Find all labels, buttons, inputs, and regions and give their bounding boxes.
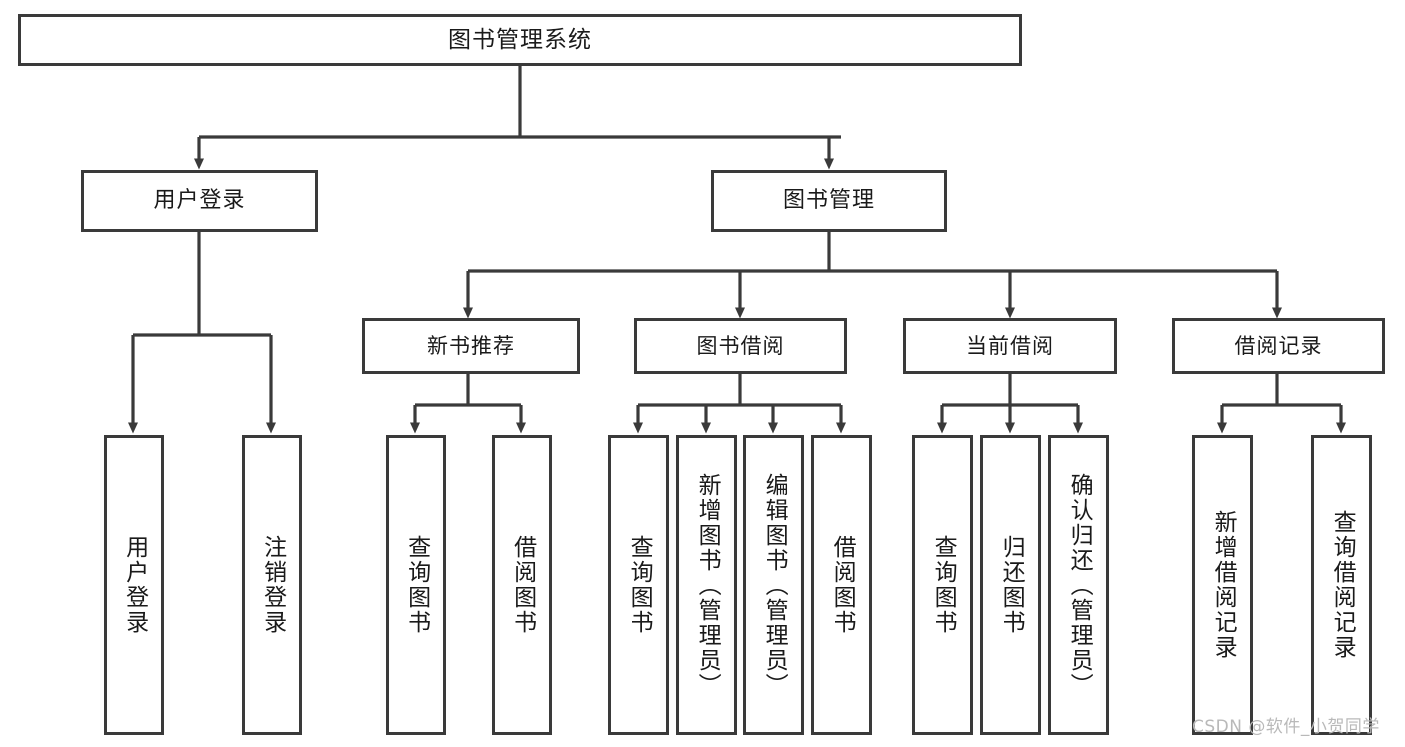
node-book-management-system[interactable]: 图书管理系统 <box>18 14 1022 66</box>
leaf-query-book-recommend[interactable]: 查询图书 <box>386 435 446 735</box>
node-label: 新书推荐 <box>427 333 515 358</box>
leaf-query-borrow-record[interactable]: 查询借阅记录 <box>1311 435 1372 735</box>
leaf-add-book-admin[interactable]: 新增图书（管理员） <box>676 435 737 735</box>
leaf-query-book-current[interactable]: 查询图书 <box>912 435 973 735</box>
leaf-borrow-book-recommend[interactable]: 借阅图书 <box>492 435 552 735</box>
leaf-query-book-borrow[interactable]: 查询图书 <box>608 435 669 735</box>
node-label: 新增借阅记录 <box>1210 510 1237 660</box>
node-label: 图书管理 <box>782 188 875 214</box>
node-label: 确认归还（管理员） <box>1066 472 1093 698</box>
leaf-return-book[interactable]: 归还图书 <box>980 435 1041 735</box>
node-borrow-record[interactable]: 借阅记录 <box>1172 318 1385 374</box>
node-label: 借阅图书 <box>829 535 856 635</box>
node-new-book-recommend[interactable]: 新书推荐 <box>362 318 580 374</box>
node-user-login[interactable]: 用户登录 <box>81 170 318 232</box>
leaf-confirm-return-admin[interactable]: 确认归还（管理员） <box>1048 435 1109 735</box>
csdn-watermark: CSDN @软件_小贺同学 <box>1192 717 1380 737</box>
node-current-borrow[interactable]: 当前借阅 <box>903 318 1117 374</box>
node-label: 用户登录 <box>121 535 148 635</box>
node-label: 借阅记录 <box>1234 333 1323 358</box>
node-book-management[interactable]: 图书管理 <box>711 170 947 232</box>
node-label: 归还图书 <box>998 535 1025 635</box>
node-label: 查询图书 <box>626 535 653 635</box>
leaf-add-borrow-record[interactable]: 新增借阅记录 <box>1192 435 1253 735</box>
node-label: 新增图书（管理员） <box>694 472 721 698</box>
node-label: 注销登录 <box>259 535 286 635</box>
node-label: 当前借阅 <box>966 333 1054 358</box>
node-label: 用户登录 <box>153 188 246 214</box>
node-book-borrow[interactable]: 图书借阅 <box>634 318 847 374</box>
node-label: 图书借阅 <box>696 333 785 358</box>
leaf-user-login[interactable]: 用户登录 <box>104 435 164 735</box>
node-label: 查询图书 <box>930 535 957 635</box>
leaf-borrow-book[interactable]: 借阅图书 <box>811 435 872 735</box>
leaf-edit-book-admin[interactable]: 编辑图书（管理员） <box>743 435 804 735</box>
leaf-user-logout[interactable]: 注销登录 <box>242 435 302 735</box>
node-label: 借阅图书 <box>509 535 536 635</box>
node-label: 图书管理系统 <box>448 26 592 53</box>
node-label: 查询借阅记录 <box>1329 510 1356 660</box>
node-label: 编辑图书（管理员） <box>761 472 788 698</box>
node-label: 查询图书 <box>403 535 430 635</box>
